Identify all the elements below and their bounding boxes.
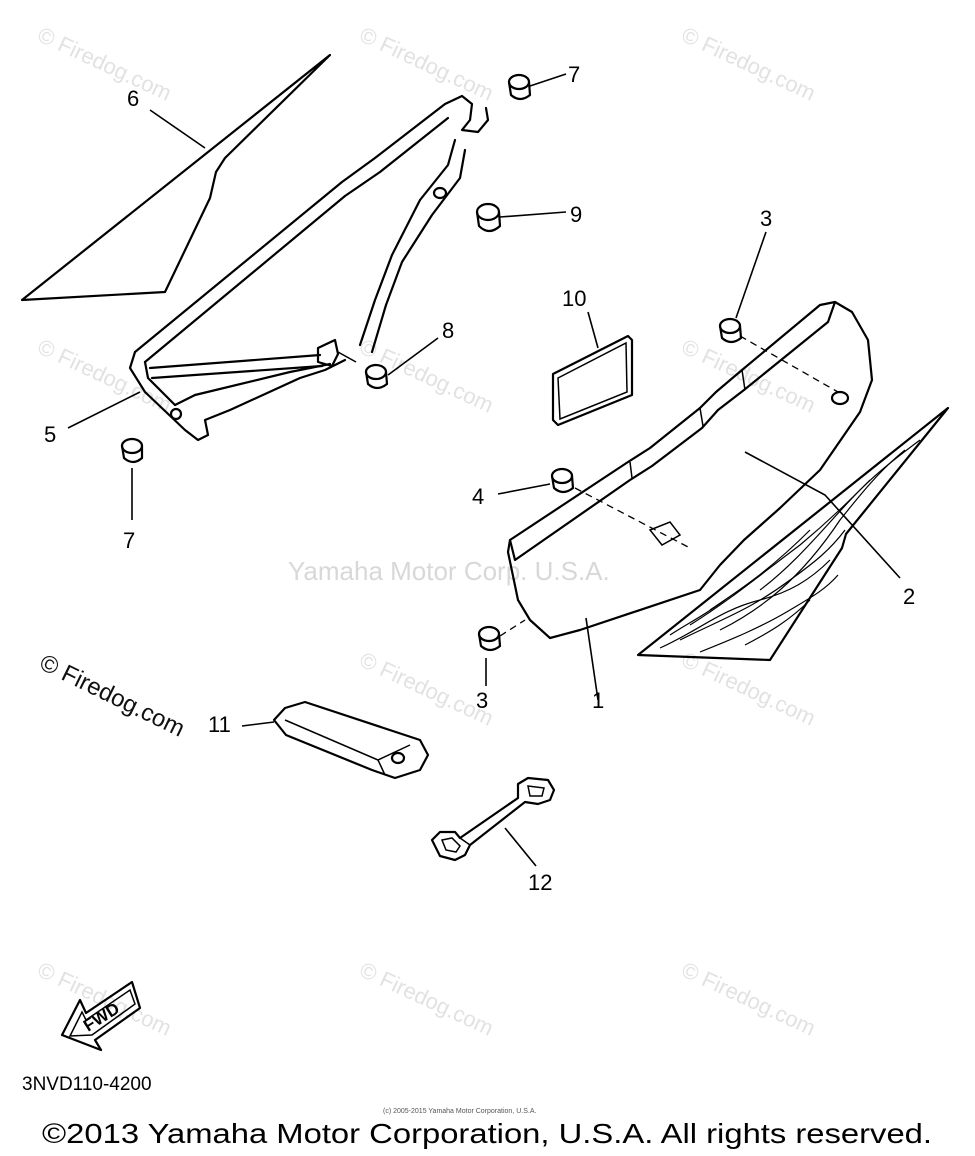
grommet-3-upper	[718, 317, 743, 344]
part-11-pad	[272, 700, 430, 780]
leader-lines	[67, 73, 901, 867]
callout-2: 2	[903, 584, 915, 609]
part-12-strap	[430, 776, 556, 862]
watermark-firedog: © Firedog.com	[678, 22, 820, 106]
callout-7-upper: 7	[568, 62, 580, 87]
watermark-center: Yamaha Motor Corp. U.S.A.	[288, 556, 610, 586]
grommet-7-lower	[120, 437, 144, 464]
callout-4: 4	[472, 484, 484, 509]
part-10-plate	[551, 334, 634, 427]
callout-9: 9	[570, 202, 582, 227]
callout-layer: 6 7 9 8 5 7 3 10 4 2 3 1 11 12	[44, 62, 915, 895]
small-copyright-note: (c) 2005-2015 Yamaha Motor Corporation, …	[383, 1108, 536, 1115]
collar-9	[432, 186, 502, 233]
callout-5: 5	[44, 422, 56, 447]
callout-3-lower: 3	[476, 688, 488, 713]
callout-8: 8	[442, 318, 454, 343]
callout-10: 10	[562, 286, 586, 311]
copyright-footer: ©2013 Yamaha Motor Corporation, U.S.A. A…	[42, 1118, 932, 1149]
watermark-firedog: © Firedog.com	[356, 22, 498, 106]
grommet-7-upper	[507, 73, 532, 101]
watermark-firedog: © Firedog.com	[678, 957, 820, 1041]
grommet-4	[550, 467, 575, 494]
grommet-8	[364, 363, 389, 390]
callout-11: 11	[208, 712, 231, 737]
callout-12: 12	[528, 870, 552, 895]
watermark-firedog: © Firedog.com	[34, 957, 176, 1041]
diagram-code: 3NVD110-4200	[22, 1074, 152, 1095]
part-2-decal	[636, 406, 950, 662]
assembly-dashed-lines	[499, 335, 839, 637]
grommet-3-lower	[477, 625, 502, 652]
watermark-firedog: © Firedog.com	[34, 334, 176, 418]
watermark-firedog: © Firedog.com	[34, 22, 176, 106]
part-6-side-panel	[20, 53, 332, 302]
callout-7-lower: 7	[123, 528, 135, 553]
part-5-bracket	[128, 94, 490, 442]
callout-1: 1	[592, 688, 604, 713]
callout-3-upper: 3	[760, 206, 772, 231]
part-1-side-cover	[506, 300, 874, 640]
watermark-firedog-dark: © Firedog.com	[35, 649, 189, 742]
watermark-firedog: © Firedog.com	[356, 957, 498, 1041]
callout-6: 6	[127, 86, 139, 111]
watermark-layer: © Firedog.com © Firedog.com © Firedog.co…	[34, 22, 820, 1041]
